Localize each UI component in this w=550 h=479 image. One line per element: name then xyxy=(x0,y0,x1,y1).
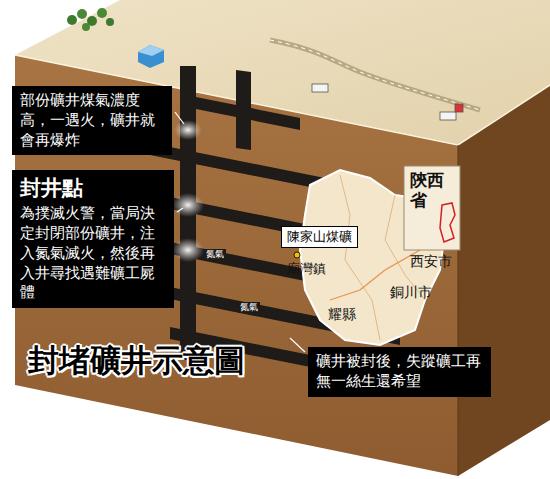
callout-heading: 封井點 xyxy=(20,175,166,202)
mine-location-box: 陳家山煤礦 xyxy=(281,226,358,248)
label-holder: 陝西省 xyxy=(410,170,449,211)
city-name: 西安市 xyxy=(410,253,452,270)
label-holder: 西安市 xyxy=(410,253,452,270)
leader-line xyxy=(175,112,184,124)
callout-text: 為撲滅火警，當局決定封閉部份礦井，注入氮氣滅火，然後再入井尋找遇難礦工屍體 xyxy=(20,204,166,303)
label-holder: 耀縣 xyxy=(328,306,356,323)
earth-side-face xyxy=(458,85,550,476)
seal-point-callout: 封井點為撲滅火警，當局決定封閉部份礦井，注入氮氣滅火，然後再入井尋找遇難礦工屍體 xyxy=(12,170,174,308)
province-marker xyxy=(440,203,455,242)
trees xyxy=(67,8,114,31)
building-roof xyxy=(138,45,164,56)
tree xyxy=(106,18,114,26)
label-holder: 銅川市 xyxy=(390,284,432,301)
label-holder: 氮氣 xyxy=(238,302,260,313)
truck-cab xyxy=(455,104,463,112)
earth-front-face xyxy=(15,55,458,476)
hope-callout: 礦井被封後，失蹤礦工再無一絲生還希望 xyxy=(308,347,491,397)
gas-label: 氮氣 xyxy=(238,302,260,313)
seal-point xyxy=(172,238,204,262)
callout-text: 部份礦井煤氣濃度高，一遇火，礦井就會再爆炸 xyxy=(20,91,164,150)
building xyxy=(138,45,164,68)
road xyxy=(270,40,480,120)
tree xyxy=(67,15,77,25)
leader-line xyxy=(177,208,183,212)
tree xyxy=(77,9,87,19)
diagram-title: 封堵礦井示意圖 xyxy=(28,340,245,382)
province-name: 陝西省 xyxy=(410,170,449,211)
leader-line xyxy=(290,338,305,352)
truck xyxy=(312,84,328,92)
callout-text: 陳家山煤礦 xyxy=(287,228,352,246)
truck xyxy=(440,112,456,120)
mine-dot xyxy=(294,252,300,258)
county-name: 耀縣 xyxy=(328,306,356,323)
map-inset xyxy=(294,166,460,345)
title-block: 封堵礦井示意圖 xyxy=(28,340,245,382)
tree xyxy=(97,8,107,18)
town-name: 廟灣鎮 xyxy=(287,261,326,277)
tree xyxy=(82,23,90,31)
province-inset xyxy=(404,166,460,250)
warning-callout: 部份礦井煤氣濃度高，一遇火，礦井就會再爆炸 xyxy=(12,86,172,155)
seal-point xyxy=(172,193,204,217)
label-holder: 廟灣鎮 xyxy=(287,261,326,277)
callout-text: 礦井被封後，失蹤礦工再無一絲生還希望 xyxy=(316,352,483,392)
tunnel xyxy=(196,97,300,130)
gas-label: 氮氣 xyxy=(204,249,226,260)
gas-point xyxy=(174,120,202,140)
road xyxy=(270,40,480,110)
seal-points xyxy=(172,120,204,262)
mine-building xyxy=(138,45,164,68)
label-holder: 氮氣 xyxy=(204,249,226,260)
road-line xyxy=(270,40,480,110)
city-name: 銅川市 xyxy=(390,284,432,301)
